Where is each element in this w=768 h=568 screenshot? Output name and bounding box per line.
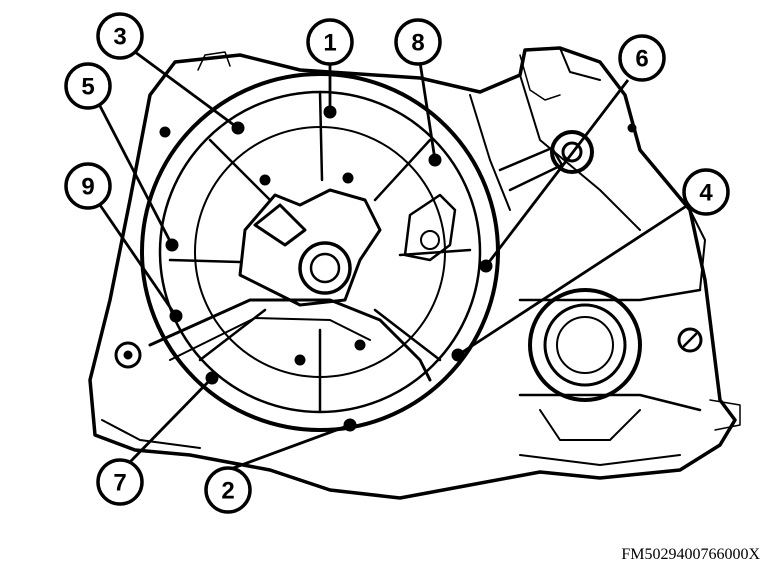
callout-label: 7 [113, 470, 126, 497]
figure-id-label: FM5029400766000X [621, 546, 760, 563]
callout-3: 3 [96, 12, 144, 60]
callout-label: 6 [635, 46, 648, 73]
callout-label: 2 [221, 478, 234, 505]
callout-5: 5 [64, 62, 112, 110]
leader-lines [98, 50, 689, 472]
callout-label: 3 [113, 24, 126, 51]
callout-8: 8 [394, 18, 442, 66]
callout-1: 1 [306, 18, 354, 66]
bell-housing [140, 72, 500, 432]
callout-label: 4 [699, 180, 713, 207]
callout-label: 9 [81, 174, 94, 201]
callout-7: 7 [96, 458, 144, 506]
callout-4: 4 [682, 168, 730, 216]
callout-label: 8 [411, 30, 424, 57]
right-case-components [114, 130, 703, 441]
case-outline [88, 46, 741, 500]
callout-label: 1 [323, 30, 336, 57]
callout-2: 2 [204, 466, 252, 514]
callout-9: 9 [64, 162, 112, 210]
callout-6: 6 [618, 34, 666, 82]
callout-label: 5 [81, 74, 94, 101]
